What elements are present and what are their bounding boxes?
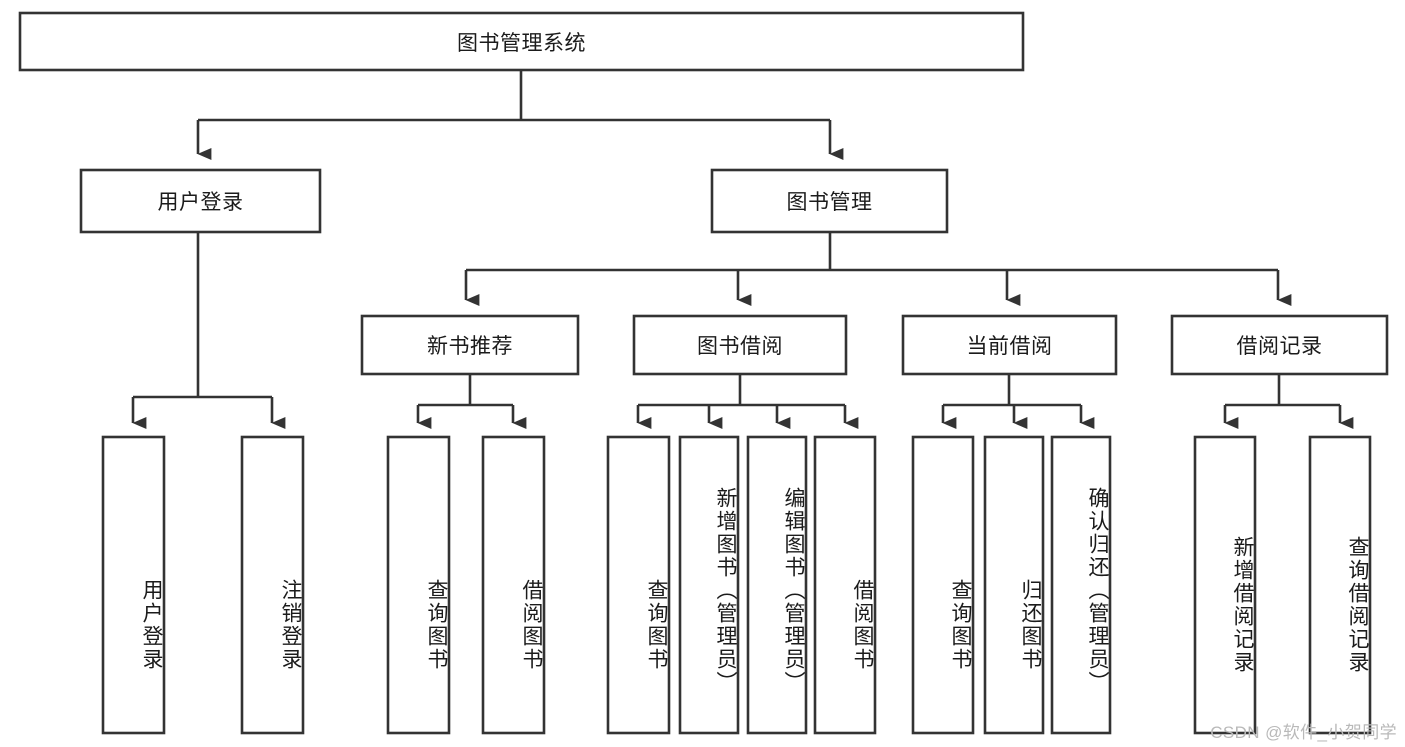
csdn-watermark: CSDN @软件_小贺同学 bbox=[1210, 723, 1397, 742]
node-box-new-book-rec[interactable] bbox=[360, 314, 580, 376]
node-box-root[interactable] bbox=[18, 11, 1025, 72]
node-box-leaf-query-book-3[interactable] bbox=[911, 435, 975, 735]
node-box-leaf-query-book-2[interactable] bbox=[606, 435, 671, 735]
node-box-leaf-query-record[interactable] bbox=[1308, 435, 1372, 735]
node-box-leaf-return-book[interactable] bbox=[983, 435, 1045, 735]
node-box-leaf-logout[interactable] bbox=[240, 435, 305, 735]
node-box-user-login[interactable] bbox=[79, 168, 322, 234]
node-box-leaf-query-book-1[interactable] bbox=[386, 435, 451, 735]
connector-group-borrowrecord-to-leaves bbox=[1223, 374, 1354, 429]
node-box-borrow-record[interactable] bbox=[1170, 314, 1389, 376]
node-box-leaf-user-login[interactable] bbox=[101, 435, 166, 735]
node-box-book-borrow[interactable] bbox=[632, 314, 848, 376]
connector-group-userlogin-to-leaves bbox=[131, 232, 286, 429]
node-box-leaf-edit-book[interactable] bbox=[746, 435, 808, 735]
connector-group-newbookrec-to-leaves bbox=[416, 374, 527, 429]
connector-group-currentborrow-to-leaves bbox=[941, 374, 1095, 429]
connector-group-bookborrow-to-leaves bbox=[636, 374, 859, 429]
node-box-leaf-add-book[interactable] bbox=[678, 435, 740, 735]
connector-group-bookmgmt-to-level3 bbox=[464, 232, 1292, 306]
node-box-current-borrow[interactable] bbox=[901, 314, 1118, 376]
node-box-leaf-confirm-return[interactable] bbox=[1050, 435, 1112, 735]
node-box-book-mgmt[interactable] bbox=[710, 168, 949, 234]
node-box-leaf-borrow-book-1[interactable] bbox=[481, 435, 546, 735]
connector-group-root-to-level2 bbox=[196, 70, 844, 160]
node-box-leaf-borrow-book-2[interactable] bbox=[813, 435, 877, 735]
node-box-leaf-add-record[interactable] bbox=[1193, 435, 1257, 735]
